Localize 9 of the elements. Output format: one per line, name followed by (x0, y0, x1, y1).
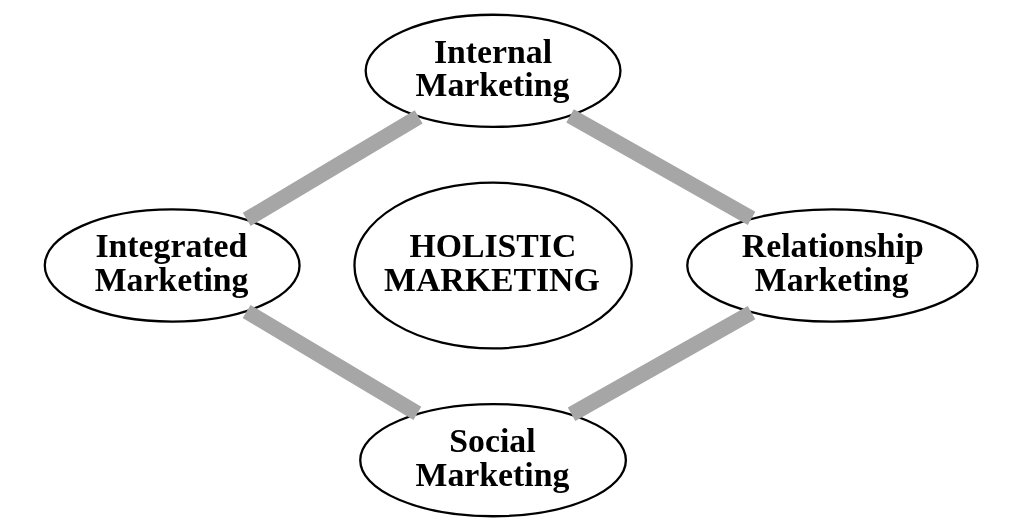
node-ellipse: Social Marketing (358, 402, 627, 518)
connector (565, 109, 755, 226)
connector (242, 110, 423, 227)
connector (242, 304, 421, 420)
node-ellipse: Internal Marketing (364, 13, 622, 129)
node-ellipse: Integrated Marketing (43, 208, 301, 323)
node-ellipse: HOLISTIC MARKETING (352, 181, 633, 350)
node-ellipse: Relationship Marketing (685, 208, 979, 323)
connector (567, 306, 755, 421)
